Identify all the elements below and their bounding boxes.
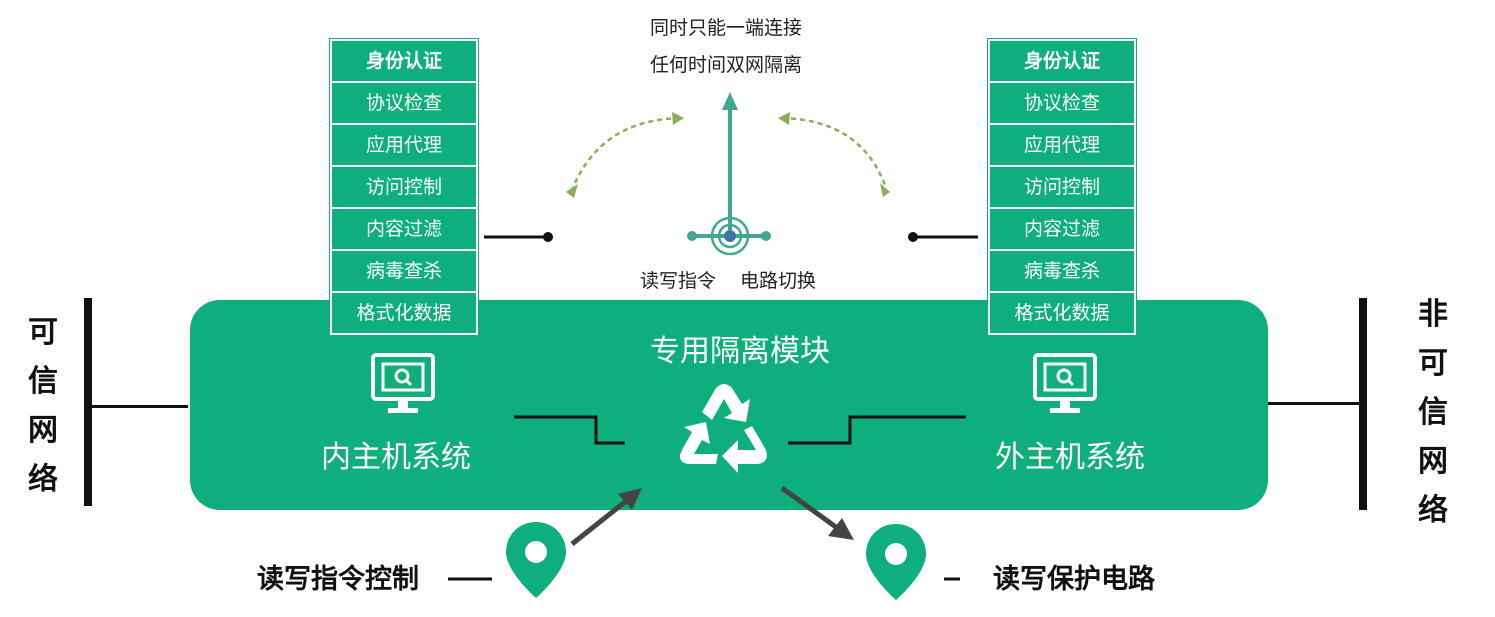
switch-diagram	[484, 92, 978, 256]
switch-contact-right	[761, 231, 771, 241]
untrusted-network-label: 非 可 信 网 络	[1413, 290, 1453, 535]
stack-item-antivirus: 病毒查杀	[332, 251, 476, 291]
top-caption-line1: 同时只能一端连接	[650, 17, 803, 39]
switch-caption-right: 电路切换	[740, 270, 817, 292]
trusted-char: 络	[28, 462, 58, 497]
monitor-search-icon	[371, 353, 435, 413]
trusted-network-link	[88, 405, 188, 408]
untrusted-char: 可	[1418, 346, 1448, 381]
stack-item-app-proxy: 应用代理	[990, 125, 1134, 165]
switch-pivot-ring-inner	[717, 223, 743, 249]
stack-item-format-data: 格式化数据	[990, 293, 1134, 333]
trusted-network-bar	[84, 298, 92, 506]
location-pin-icon	[866, 524, 926, 600]
read-write-protect-label: 读写保护电路	[993, 564, 1155, 595]
control-arrow	[570, 496, 632, 546]
stack-item-protocol-check: 协议检查	[990, 83, 1134, 123]
module-title: 专用隔离模块	[650, 334, 830, 369]
switch-lever-arrowhead	[722, 92, 738, 110]
trusted-char: 可	[28, 315, 58, 350]
inner-host-label: 内主机系统	[321, 440, 471, 475]
untrusted-network-bar	[1359, 298, 1367, 510]
stack-item-content-filter: 内容过滤	[332, 209, 476, 249]
dashed-arrow-left	[570, 116, 681, 191]
stack-item-format-data: 格式化数据	[332, 293, 476, 333]
recycle-icon	[680, 384, 767, 473]
inner-function-stack: 身份认证 协议检查 应用代理 访问控制 内容过滤 病毒查杀 格式化数据	[329, 38, 479, 336]
stack-item-identity-auth: 身份认证	[332, 41, 476, 81]
stack-item-identity-auth: 身份认证	[990, 41, 1134, 81]
switch-pivot-core	[724, 230, 736, 242]
outer-connector-dot	[908, 232, 918, 242]
outer-host-connection	[788, 415, 966, 445]
untrusted-char: 信	[1418, 395, 1448, 430]
trusted-network-label: 可 信 网 络	[23, 308, 63, 504]
protect-arrow	[780, 485, 842, 533]
stack-item-content-filter: 内容过滤	[990, 209, 1134, 249]
stack-item-access-control: 访问控制	[990, 167, 1134, 207]
monitor-search-icon	[1033, 353, 1097, 413]
untrusted-char: 非	[1418, 297, 1448, 332]
bottom-annotations	[448, 485, 960, 600]
trusted-char: 网	[28, 413, 58, 448]
outer-host-label: 外主机系统	[995, 440, 1145, 475]
top-caption-line2: 任何时间双网隔离	[650, 54, 803, 76]
stack-item-app-proxy: 应用代理	[332, 125, 476, 165]
outer-function-stack: 身份认证 协议检查 应用代理 访问控制 内容过滤 病毒查杀 格式化数据	[987, 38, 1137, 336]
location-pin-icon	[506, 522, 566, 598]
untrusted-network-link	[1268, 402, 1360, 405]
inner-host-connection	[514, 415, 625, 445]
inner-connector-dot	[543, 232, 553, 242]
trusted-char: 信	[28, 364, 58, 399]
switch-caption-left: 读写指令	[640, 270, 717, 292]
untrusted-char: 网	[1418, 444, 1448, 479]
dashed-arrow-right	[781, 116, 888, 189]
switch-pivot-ring-outer	[710, 216, 750, 256]
stack-item-protocol-check: 协议检查	[332, 83, 476, 123]
read-write-control-label: 读写指令控制	[257, 564, 419, 595]
stack-item-antivirus: 病毒查杀	[990, 251, 1134, 291]
untrusted-char: 络	[1418, 493, 1448, 528]
module-connections	[514, 415, 966, 445]
stack-item-access-control: 访问控制	[332, 167, 476, 207]
switch-contact-left	[687, 231, 697, 241]
